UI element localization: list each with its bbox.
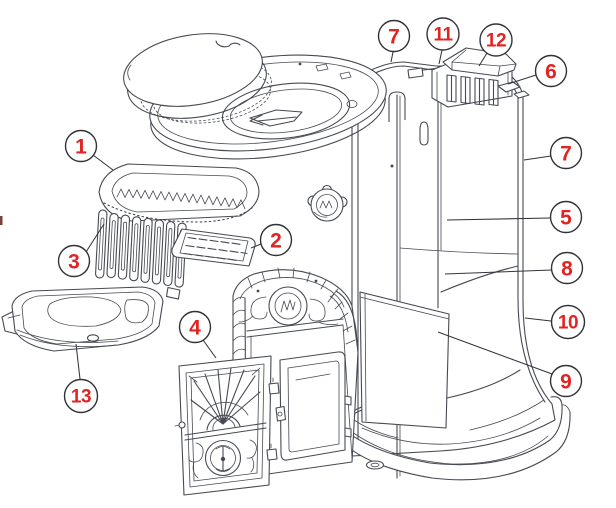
callout-12: 12 [479,23,513,57]
lid-notch [215,40,241,48]
callout-5-label: 5 [560,207,572,230]
part-side-medallion [307,184,348,222]
part-window-frame [275,351,352,461]
callout-1: 1 [64,129,98,163]
callout-8: 8 [550,251,584,285]
callout-7-right: 7 [549,136,583,170]
callout-3-label: 3 [68,251,80,274]
damper-lever [249,109,303,127]
callout-10: 10 [550,304,586,340]
callout-1-label: 1 [75,136,87,159]
part-door [174,355,280,496]
callout-2: 2 [259,223,293,257]
callout-5: 5 [549,200,583,234]
part-ash-pan [1,286,164,352]
part-lid [123,33,272,124]
callout-6: 6 [534,54,568,88]
callout-4: 4 [178,310,212,344]
part-bottom-grate [171,228,256,267]
callout-13-label: 13 [71,387,91,408]
callout-9-label: 9 [560,371,572,394]
callout-2-label: 2 [270,230,282,253]
callout-13: 13 [63,378,99,414]
part-clip [497,81,521,93]
callout-7-top-label: 7 [388,26,400,49]
callout-11-label: 11 [433,25,453,46]
edge-artifact [0,216,3,225]
callout-3: 3 [57,244,91,278]
door-rosette [204,439,242,477]
callout-7-right-label: 7 [560,143,572,166]
callout-12-label: 12 [486,31,506,52]
callout-4-label: 4 [189,317,201,340]
part-front-baffle [359,291,450,429]
callout-9: 9 [549,364,583,398]
callout-7-top: 7 [377,19,411,53]
callout-10-label: 10 [558,313,578,334]
part-fire-basket [98,163,260,223]
callout-6-label: 6 [545,61,557,84]
callout-8-label: 8 [561,258,573,281]
leader-lines [75,49,553,380]
callout-11: 11 [426,17,460,51]
